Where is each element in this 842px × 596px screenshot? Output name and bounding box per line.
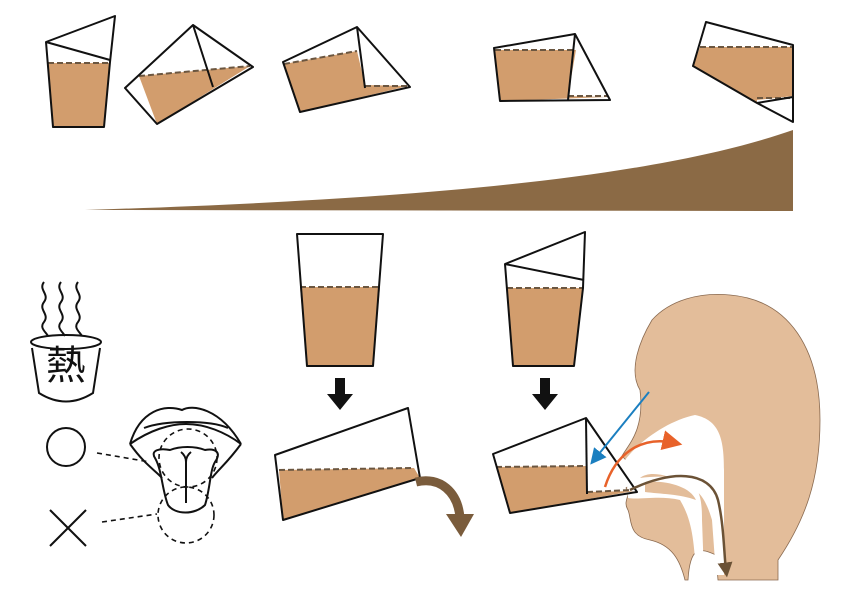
cup-lidded-tilted	[492, 417, 638, 514]
tilt-gradient-wedge	[85, 130, 793, 211]
mouth-tongue-icon	[129, 406, 242, 514]
down-arrow-icon	[327, 378, 353, 410]
tongue-tip-zone	[158, 428, 218, 488]
brown-arrow-icon	[629, 474, 733, 578]
orange-arrow-icon	[603, 430, 683, 488]
cup-tilt-1	[45, 15, 116, 128]
cup-lidded-upright	[504, 231, 586, 367]
down-arrow-icon	[532, 378, 558, 410]
cross-mark-icon	[49, 509, 87, 547]
cup-plain-upright	[296, 233, 384, 367]
steam-icon	[41, 281, 83, 337]
blue-arrow-icon	[590, 391, 650, 465]
cup-tilt-2	[124, 24, 254, 125]
heat-character: 熱	[46, 343, 86, 389]
palate	[645, 481, 696, 500]
cup-tilt-4	[493, 33, 611, 102]
hot-cup-icon	[30, 334, 102, 403]
circle-mark-icon	[46, 427, 86, 467]
spill-arrow-icon	[414, 476, 474, 537]
head-profile	[621, 294, 821, 581]
cup-tilt-3	[282, 26, 411, 113]
leader-line-bad	[101, 513, 158, 523]
cup-tilt-5	[692, 21, 794, 123]
tongue-back-zone	[157, 486, 215, 544]
cup-plain-tilted	[274, 407, 421, 521]
